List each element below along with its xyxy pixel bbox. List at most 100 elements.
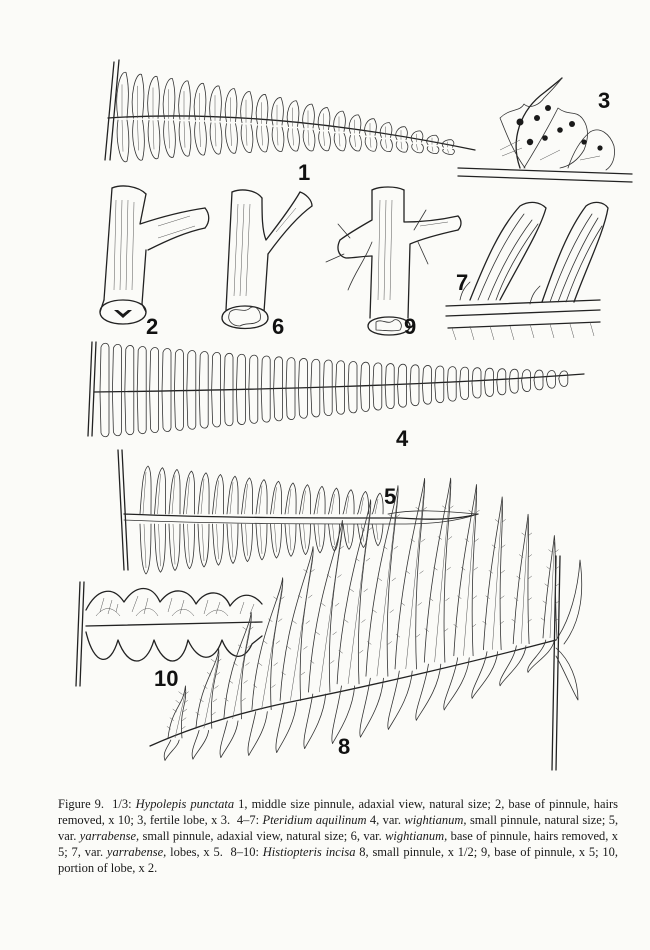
frond-segment <box>229 482 234 515</box>
frond-segment <box>99 391 110 438</box>
frond-segment <box>183 91 186 148</box>
frond-segment <box>384 363 395 388</box>
frond-segment <box>223 390 234 427</box>
frond-segment <box>132 119 145 161</box>
frond-segment <box>139 523 152 575</box>
frond-segment <box>99 342 110 393</box>
frond-segment <box>252 596 285 688</box>
frond-segment <box>508 381 519 394</box>
frond-segment <box>333 133 347 152</box>
frond-segment <box>508 368 519 382</box>
frond-segment <box>149 391 159 433</box>
frond-segment <box>286 100 300 127</box>
figure-7-number: 7 <box>456 270 468 295</box>
frond-segment <box>255 479 268 515</box>
frond-segment <box>195 648 220 729</box>
illustration-plate: 1 3 <box>75 59 633 771</box>
frond-segment <box>349 134 362 152</box>
frond-segment <box>409 364 420 387</box>
frond-segment <box>371 523 384 547</box>
frond-segment <box>424 505 454 632</box>
frond-segment <box>258 485 263 515</box>
frond-segment <box>136 391 147 435</box>
frond-segment <box>423 477 452 663</box>
figure-9-drawing <box>325 186 462 336</box>
frond-segment <box>342 523 355 550</box>
caption-text-2b: small pinnule, natural size; 5, var. <box>58 813 619 843</box>
frond-segment <box>555 647 579 701</box>
figure-8-drawing <box>149 477 583 771</box>
frond-segment <box>317 107 331 131</box>
frond-segment <box>558 378 569 387</box>
frond-segment <box>357 491 370 515</box>
figure-10-drawing <box>75 581 263 687</box>
frond-segment <box>322 388 333 417</box>
frond-segment <box>261 102 263 146</box>
frond-segment <box>333 110 346 132</box>
frond-segment <box>256 125 269 153</box>
frond-segment <box>186 391 197 430</box>
frond-segment <box>241 477 254 515</box>
frond-segment <box>285 389 296 420</box>
frond-segment <box>431 137 434 152</box>
caption-range-2: 4–7: <box>236 813 260 827</box>
frond-segment <box>183 523 195 570</box>
frond-segment <box>410 130 424 143</box>
frond-segment <box>260 389 271 423</box>
frond-segment <box>224 626 254 702</box>
frond-segment <box>154 523 166 573</box>
frond-segment <box>426 146 440 154</box>
frond-segment <box>313 485 326 515</box>
frond-segment <box>540 549 560 622</box>
frond-segment <box>346 523 350 544</box>
frond-segment <box>310 388 321 418</box>
frond-segment <box>200 478 205 515</box>
frond-segment <box>335 360 345 389</box>
frond-segment <box>323 113 325 146</box>
frond-segment <box>274 523 277 553</box>
frond-segment <box>116 71 129 119</box>
frond-segment <box>395 126 408 141</box>
frond-segment <box>483 496 503 651</box>
frond-segment <box>387 510 479 515</box>
frond-segment <box>198 351 209 392</box>
caption-text-1: 1, middle size pinnule, adaxial view, na… <box>58 797 619 827</box>
frond-segment <box>147 120 161 160</box>
frond-segment <box>395 141 409 153</box>
frond-segment <box>298 358 308 390</box>
figure-2-drawing <box>99 185 210 325</box>
frond-segment <box>375 523 379 540</box>
frond-segment <box>198 390 209 429</box>
frond-segment <box>558 370 569 380</box>
frond-segment <box>405 484 425 670</box>
frond-segment <box>365 485 399 677</box>
frond-segment <box>162 78 176 120</box>
frond-segment <box>137 85 139 151</box>
frond-segment <box>275 702 297 753</box>
frond-segment <box>271 97 284 126</box>
frond-segment <box>223 352 234 392</box>
frond-segment <box>484 367 494 384</box>
frond-segment <box>284 482 297 515</box>
caption-variety-4: yarrabense, <box>106 845 167 859</box>
frond-segment <box>174 349 184 393</box>
frond-segment <box>248 390 259 424</box>
caption-figure-label: Figure 9. <box>58 797 105 811</box>
frond-segment <box>216 523 219 560</box>
frond-segment <box>163 120 176 158</box>
frond-segment <box>244 483 248 515</box>
frond-segment <box>121 84 124 152</box>
frond-segment <box>484 382 494 397</box>
frond-segment <box>288 523 292 551</box>
frond-segment <box>285 357 296 391</box>
figure-9-number: 9 <box>404 314 416 339</box>
frond-segment <box>443 657 470 711</box>
caption-species-1: Hypolepis punctata <box>135 797 235 811</box>
frond-segment <box>512 513 530 645</box>
frond-segment <box>247 711 268 756</box>
frond-segment <box>168 523 181 571</box>
frond-segment <box>302 490 306 515</box>
frond-segment <box>157 473 161 515</box>
frond-segment <box>397 386 407 408</box>
frond-segment <box>303 693 327 750</box>
